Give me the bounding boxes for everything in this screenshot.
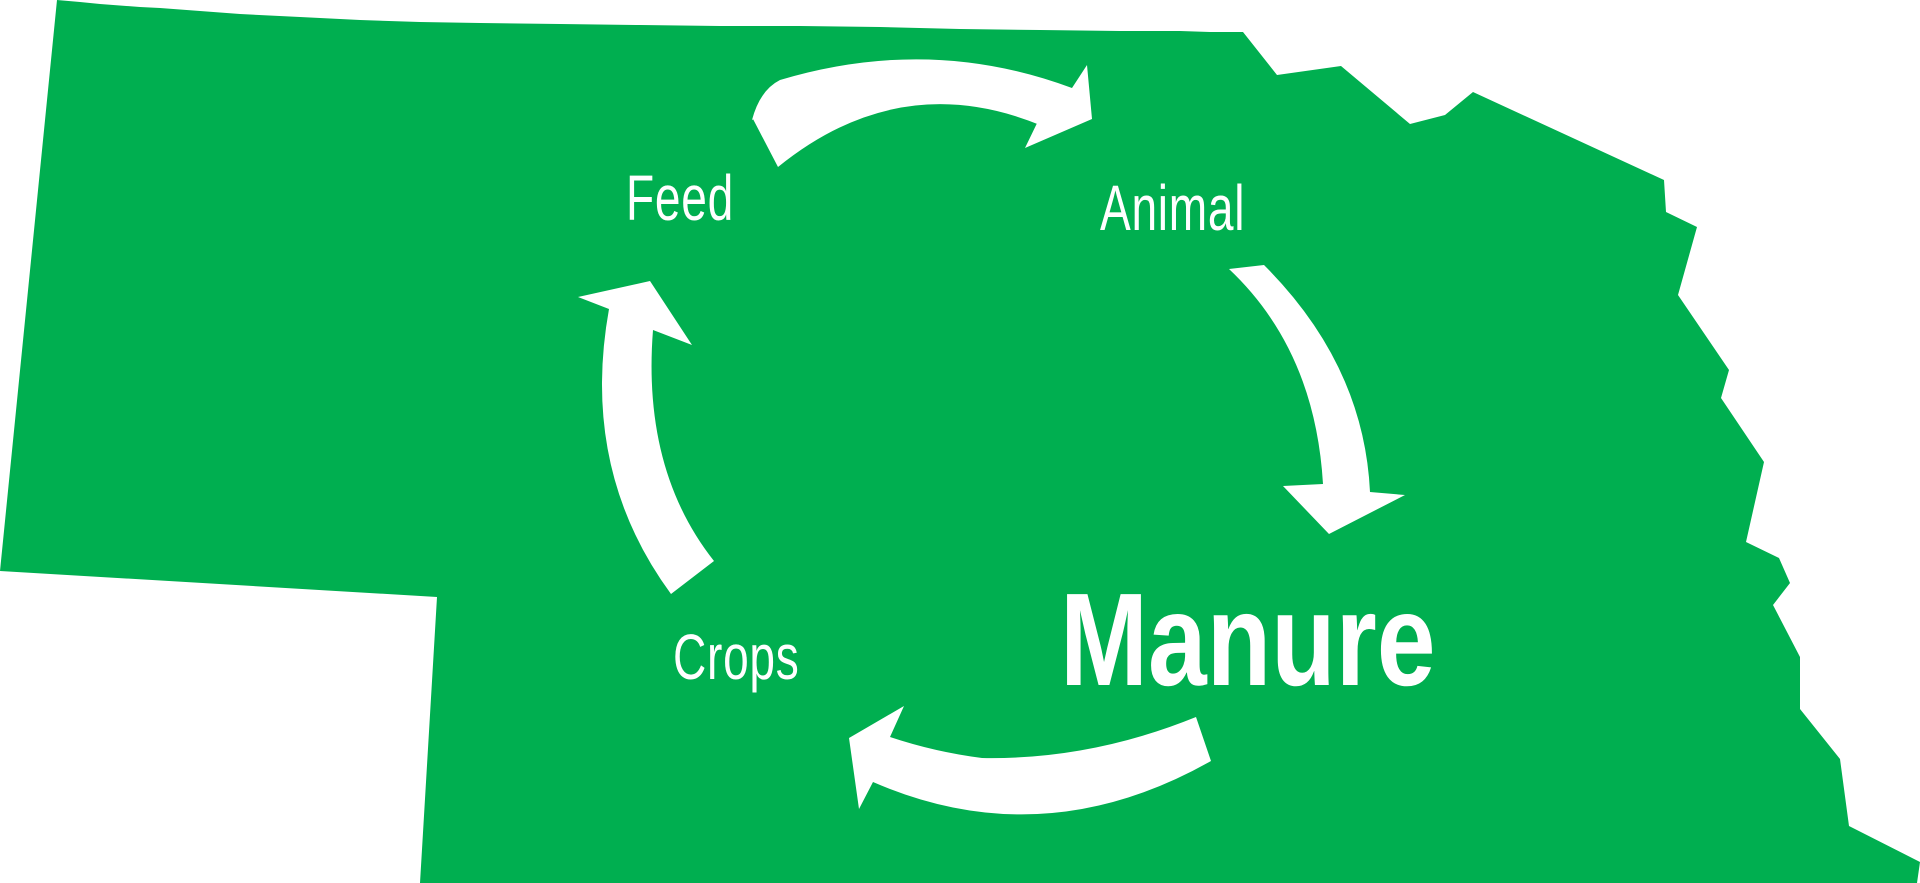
arrow-feed-to-animal (752, 59, 1092, 149)
crops-label: Crops (673, 621, 800, 693)
arrow-crops-to-feed (578, 281, 714, 594)
animal-label: Animal (1100, 172, 1246, 244)
manure-label: Manure (1060, 566, 1436, 713)
arrow-feed-to-animal-body (753, 76, 1068, 167)
arrow-animal-to-manure (1229, 265, 1405, 534)
feed-label: Feed (626, 162, 734, 234)
arrow-manure-to-crops (849, 706, 1211, 815)
